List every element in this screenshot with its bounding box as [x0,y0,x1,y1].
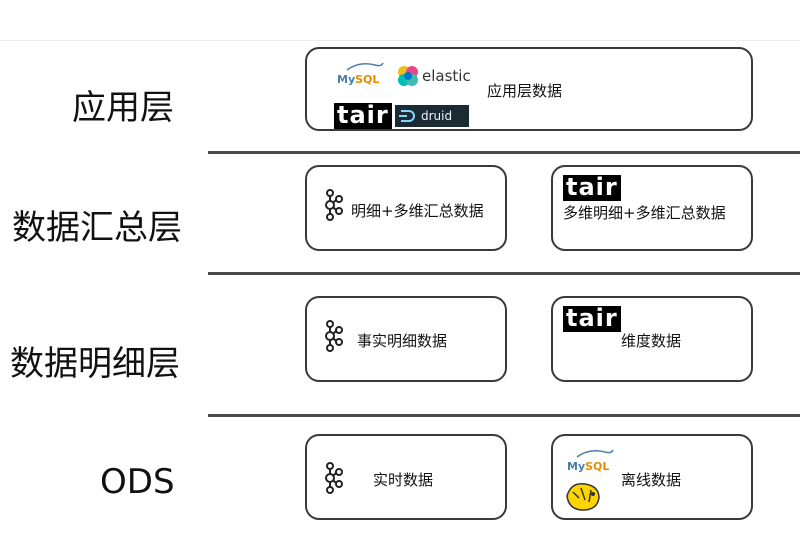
detail-left-label: 事实明细数据 [357,332,448,350]
ods-right-label: 离线数据 [621,471,682,489]
ods-left-box: 实时数据 [305,434,507,520]
layer-label-detail: 数据明细层 [10,344,180,384]
tair-logo-icon: tair [563,175,621,201]
elastic-mark-icon [398,66,418,86]
layer-label-app: 应用层 [72,88,174,128]
app-layer-box: MySQL elastic tair druid 应用层数据 [305,47,753,131]
mysql-dolphin-icon [346,62,384,71]
mysql-logo-icon: MySQL [337,62,384,86]
mysql-logo-text-sql: SQL [355,73,380,86]
separator-1 [208,151,800,154]
elastic-logo-text: elastic [422,67,471,85]
druid-mark-icon [399,110,415,122]
tair-logo-icon: tair [334,103,392,129]
summary-left-box: 明细+多维汇总数据 [305,165,507,251]
druid-logo-text: druid [421,109,453,123]
druid-logo-icon: druid [395,105,469,127]
mysql-logo-text-sql: SQL [585,460,610,473]
layer-label-ods: ODS [100,462,175,502]
elastic-logo-icon: elastic [397,65,471,87]
detail-right-box: tair 维度数据 [551,296,753,382]
hive-logo-icon [566,483,600,511]
separator-3 [208,414,800,417]
summary-right-box: tair 多维明细+多维汇总数据 [551,165,753,251]
kafka-icon [325,462,343,494]
detail-left-box: 事实明细数据 [305,296,507,382]
app-layer-data-label: 应用层数据 [487,82,563,100]
top-divider [0,40,800,41]
mysql-dolphin-icon [576,449,614,458]
layer-label-summary: 数据汇总层 [12,208,182,248]
detail-right-label: 维度数据 [621,332,682,350]
summary-left-label: 明细+多维汇总数据 [351,202,484,220]
ods-left-label: 实时数据 [373,471,434,489]
summary-right-label: 多维明细+多维汇总数据 [563,204,726,222]
tair-logo-icon: tair [563,306,621,332]
mysql-logo-text-my: My [567,460,586,473]
kafka-icon [325,320,343,352]
mysql-logo-text-my: My [337,73,356,86]
mysql-logo-icon: MySQL [567,449,614,473]
separator-2 [208,272,800,275]
kafka-icon [325,189,343,221]
ods-right-box: MySQL 离线数据 [551,434,753,520]
